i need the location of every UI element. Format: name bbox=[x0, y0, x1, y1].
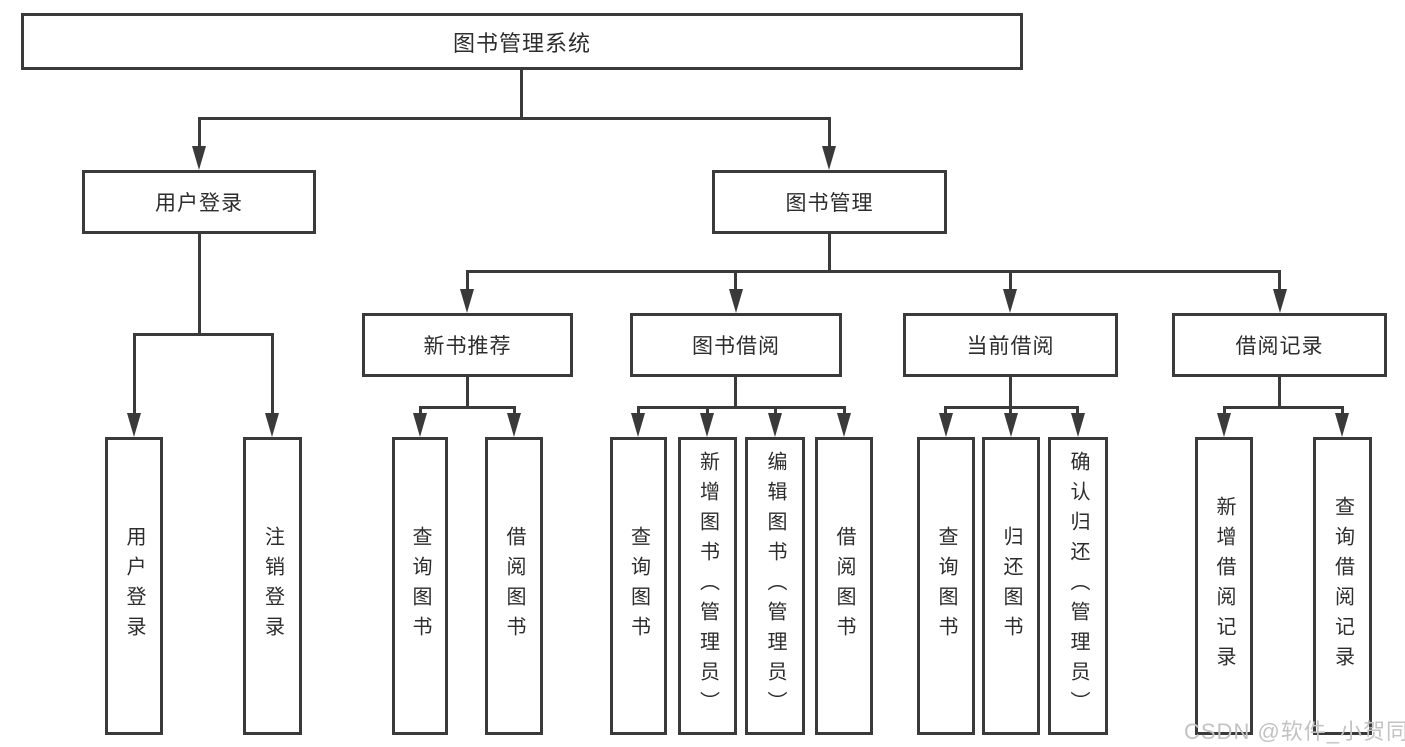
leaf-logout: 注销登录 bbox=[243, 437, 302, 735]
connector-line bbox=[828, 117, 831, 149]
connector-line bbox=[1223, 406, 1344, 409]
arrow-down-icon bbox=[1335, 413, 1349, 437]
connector-line bbox=[467, 270, 1281, 273]
connector-line bbox=[198, 234, 201, 336]
node-label: 当前借阅 bbox=[966, 335, 1055, 358]
connector-line bbox=[133, 333, 274, 336]
connector-line bbox=[706, 406, 709, 416]
connector-line bbox=[1076, 406, 1079, 416]
connector-line bbox=[774, 406, 777, 416]
leaf-edit-books-admin: 编辑图书（管理员） bbox=[745, 437, 805, 735]
leaf-query-books-recommend: 查询图书 bbox=[392, 437, 448, 735]
leaf-label: 注销登录 bbox=[261, 526, 284, 646]
leaf-add-borrow-record: 新增借阅记录 bbox=[1195, 437, 1253, 735]
connector-line bbox=[828, 234, 831, 273]
connector-line bbox=[734, 270, 737, 292]
node-book-borrowing: 图书借阅 bbox=[630, 313, 842, 377]
connector-line bbox=[843, 406, 846, 416]
connector-line bbox=[637, 406, 640, 416]
connector-line bbox=[419, 406, 422, 416]
connector-line bbox=[420, 406, 515, 409]
arrow-down-icon bbox=[192, 146, 206, 170]
leaf-label: 归还图书 bbox=[1000, 526, 1022, 646]
arrow-down-icon bbox=[729, 289, 743, 313]
leaf-label: 确认归还（管理员） bbox=[1067, 451, 1089, 721]
connector-line bbox=[1009, 406, 1012, 416]
arrow-down-icon bbox=[127, 413, 141, 437]
connector-line bbox=[520, 69, 523, 119]
connector-line bbox=[199, 117, 831, 120]
leaf-confirm-return-admin: 确认归还（管理员） bbox=[1048, 437, 1108, 735]
connector-line bbox=[1341, 406, 1344, 416]
connector-line bbox=[734, 377, 737, 408]
connector-line bbox=[466, 377, 469, 408]
leaf-label: 查询图书 bbox=[935, 526, 957, 646]
arrow-down-icon bbox=[631, 413, 645, 437]
node-label: 借阅记录 bbox=[1235, 335, 1324, 358]
node-library-management-system: 图书管理系统 bbox=[21, 13, 1023, 70]
arrow-down-icon bbox=[1071, 413, 1085, 437]
leaf-query-books-current: 查询图书 bbox=[917, 437, 975, 735]
arrow-down-icon bbox=[1003, 289, 1017, 313]
connector-line bbox=[1278, 377, 1281, 408]
leaf-label: 用户登录 bbox=[123, 526, 145, 646]
node-new-book-recommendation: 新书推荐 bbox=[362, 313, 573, 377]
leaf-label: 查询图书 bbox=[409, 526, 431, 646]
arrow-down-icon bbox=[768, 413, 782, 437]
connector-line bbox=[466, 270, 469, 292]
arrow-down-icon bbox=[700, 413, 714, 437]
leaf-label: 查询图书 bbox=[627, 526, 650, 646]
leaf-label: 编辑图书（管理员） bbox=[764, 451, 786, 721]
connector-line bbox=[1278, 270, 1281, 292]
leaf-label: 借阅图书 bbox=[833, 526, 855, 646]
node-user-login: 用户登录 bbox=[82, 170, 316, 234]
arrow-down-icon bbox=[1004, 413, 1018, 437]
arrow-down-icon bbox=[939, 413, 953, 437]
arrow-down-icon bbox=[460, 289, 474, 313]
leaf-query-books-borrowing: 查询图书 bbox=[610, 437, 667, 735]
connector-line bbox=[1223, 406, 1226, 416]
node-label: 图书管理系统 bbox=[452, 30, 591, 56]
arrow-down-icon bbox=[837, 413, 851, 437]
node-label: 图书借阅 bbox=[692, 335, 780, 358]
connector-line bbox=[133, 333, 136, 415]
arrow-down-icon bbox=[413, 413, 427, 437]
watermark: CSDN @软件_小贺同学 bbox=[1184, 719, 1405, 744]
leaf-label: 新增借阅记录 bbox=[1213, 496, 1235, 676]
arrow-down-icon bbox=[822, 146, 836, 170]
connector-line bbox=[198, 117, 201, 149]
arrow-down-icon bbox=[1273, 289, 1287, 313]
connector-line bbox=[271, 333, 274, 415]
node-borrowing-records: 借阅记录 bbox=[1172, 313, 1387, 377]
leaf-query-borrow-record: 查询借阅记录 bbox=[1313, 437, 1372, 735]
connector-line bbox=[513, 406, 516, 416]
arrow-down-icon bbox=[507, 413, 521, 437]
leaf-label: 新增图书（管理员） bbox=[696, 451, 719, 721]
arrow-down-icon bbox=[265, 413, 279, 437]
leaf-add-books-admin: 新增图书（管理员） bbox=[678, 437, 737, 735]
connector-line bbox=[1009, 377, 1012, 408]
connector-line bbox=[945, 406, 1079, 409]
leaf-user-login: 用户登录 bbox=[105, 437, 163, 735]
leaf-borrow-books-recommend: 借阅图书 bbox=[485, 437, 543, 735]
leaf-label: 借阅图书 bbox=[503, 526, 525, 646]
connector-line bbox=[638, 406, 845, 409]
leaf-label: 查询借阅记录 bbox=[1331, 496, 1354, 676]
node-label: 图书管理 bbox=[785, 192, 874, 215]
connector-line bbox=[944, 406, 947, 416]
leaf-return-books: 归还图书 bbox=[982, 437, 1040, 735]
node-book-management: 图书管理 bbox=[712, 170, 947, 234]
node-label: 新书推荐 bbox=[423, 335, 512, 358]
arrow-down-icon bbox=[1217, 413, 1231, 437]
leaf-borrow-books: 借阅图书 bbox=[815, 437, 873, 735]
node-label: 用户登录 bbox=[155, 192, 243, 215]
connector-line bbox=[1009, 270, 1012, 292]
node-current-borrowing: 当前借阅 bbox=[903, 313, 1118, 377]
